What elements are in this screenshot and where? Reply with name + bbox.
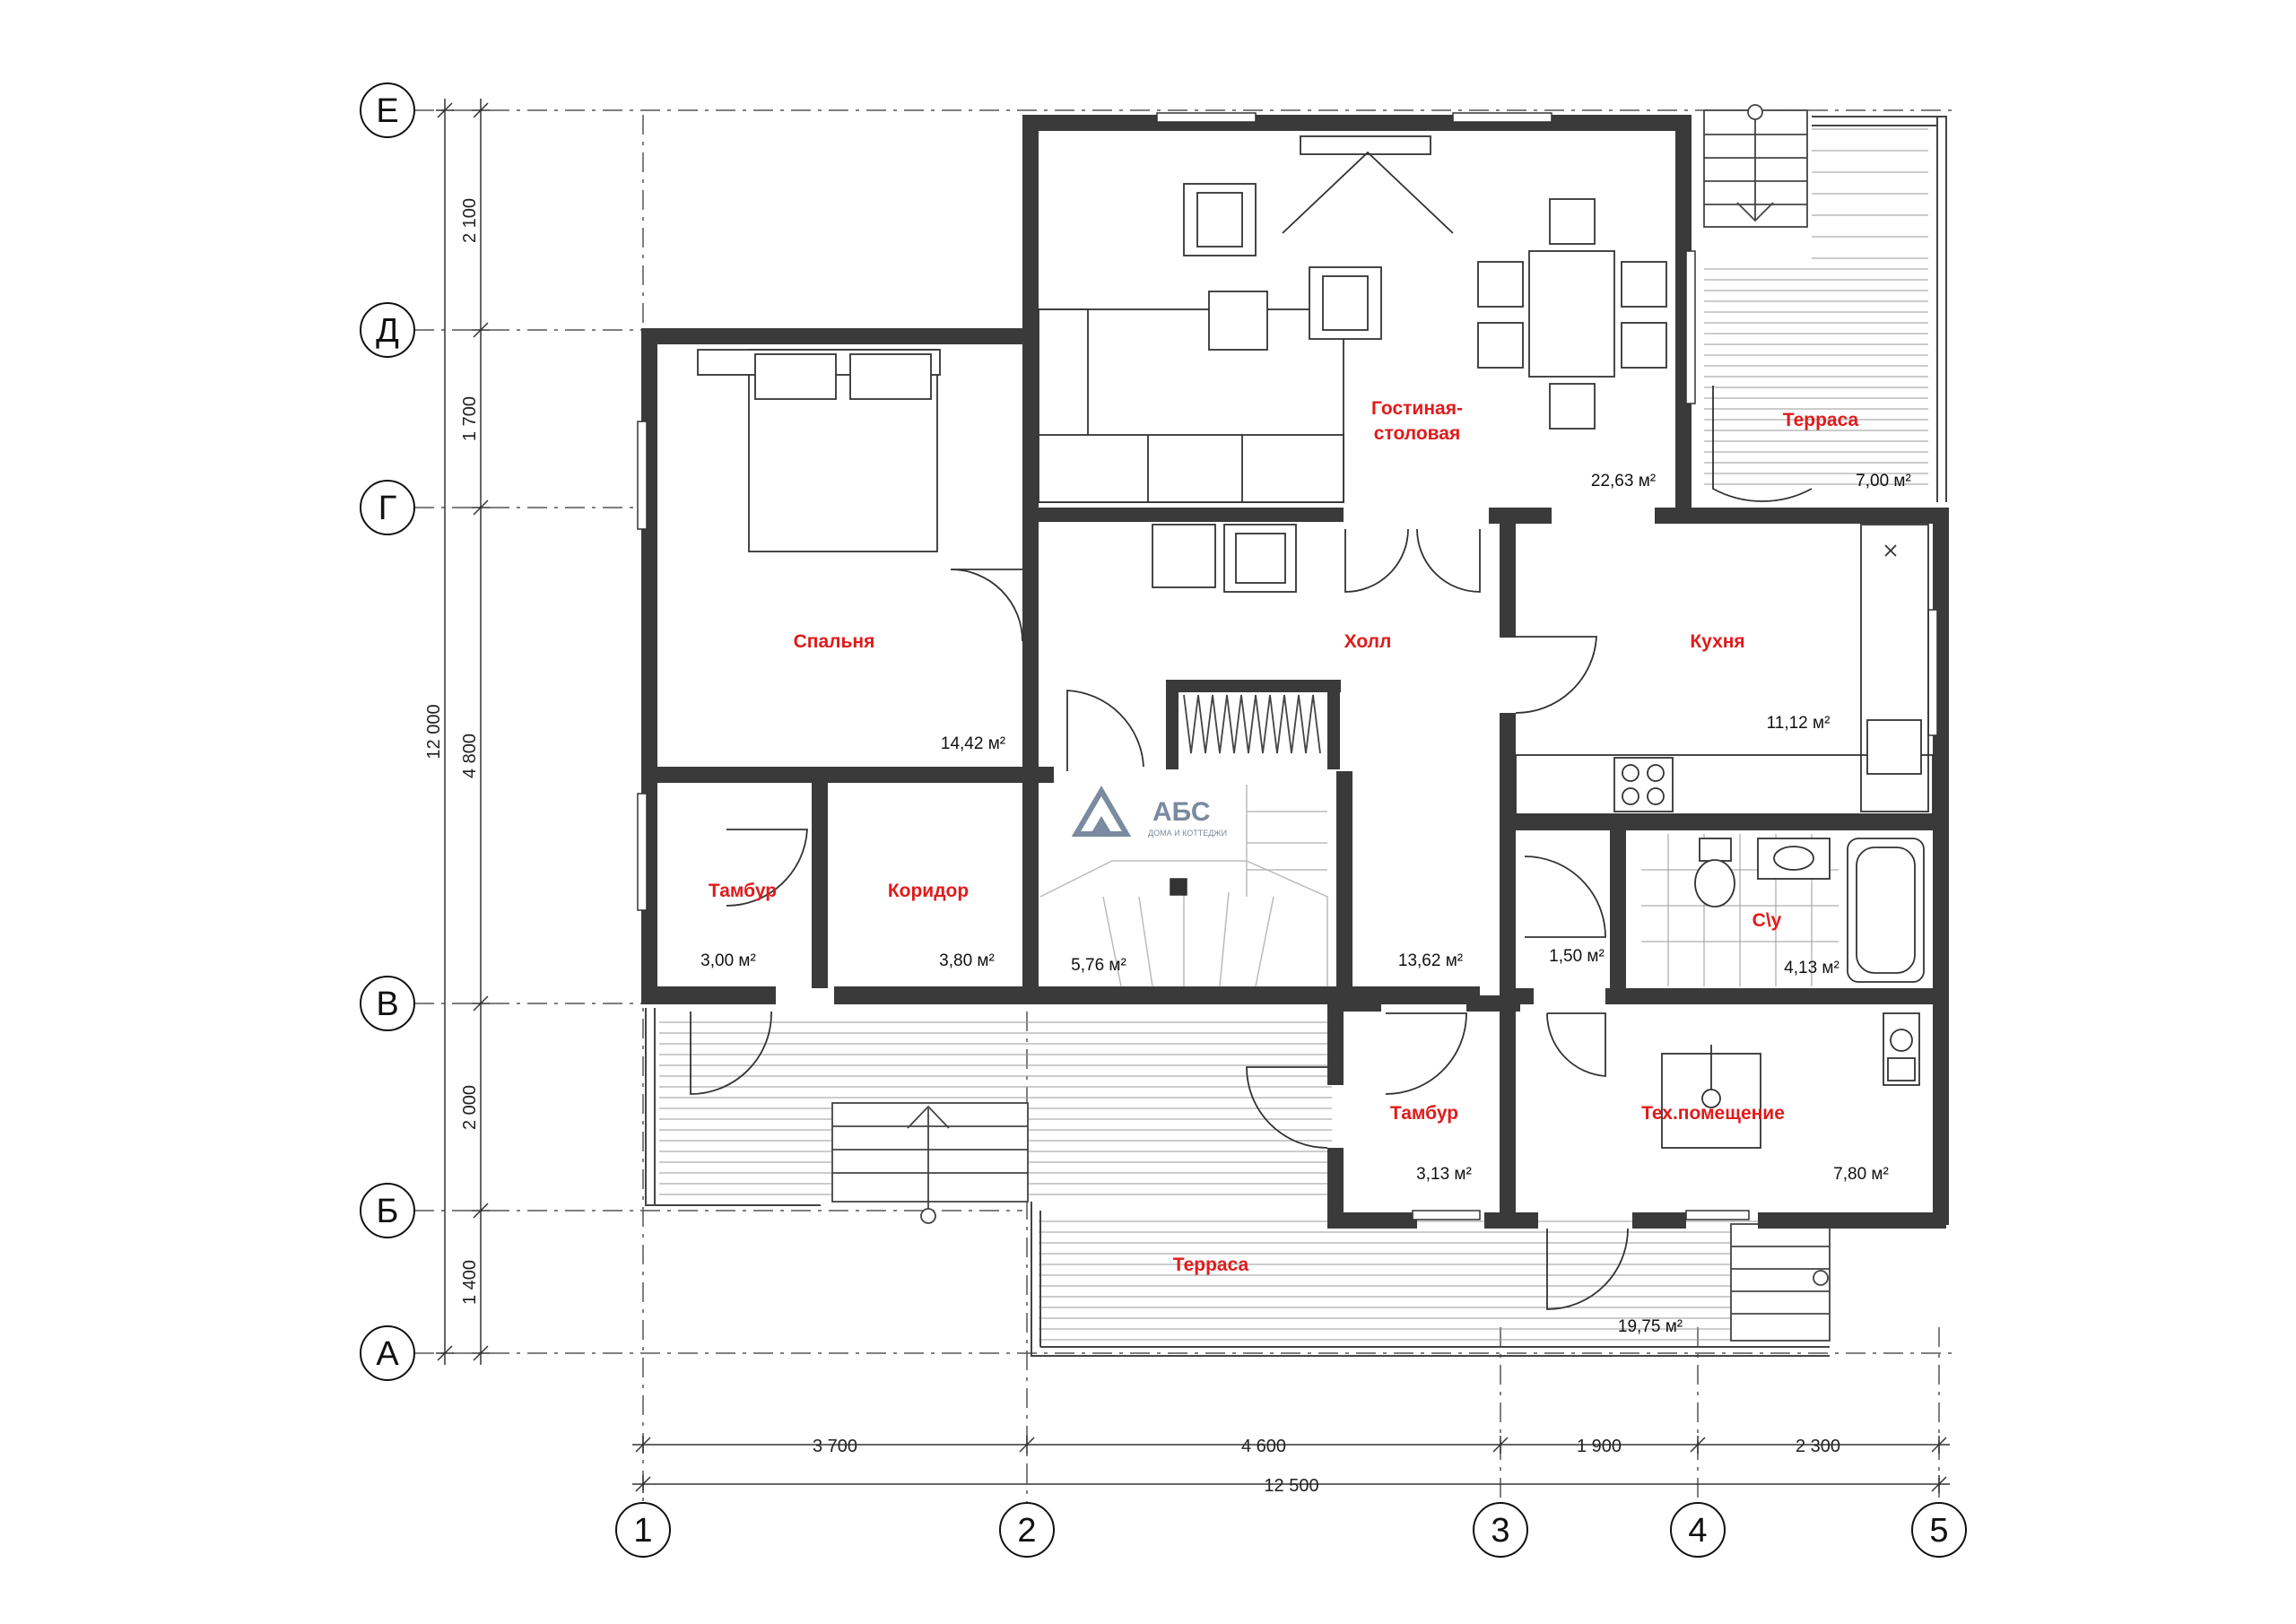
furniture bbox=[697, 135, 1934, 1149]
dimension-text: 4 600 bbox=[1241, 1437, 1286, 1456]
room-name: Холл bbox=[1344, 631, 1392, 652]
axis-bubble-row: А bbox=[360, 1325, 415, 1381]
room-name: Тамбур bbox=[1390, 1103, 1458, 1124]
axis-row-label: В bbox=[376, 986, 398, 1023]
axis-row-label: А bbox=[376, 1335, 399, 1373]
room-area: 11,12 м² bbox=[1767, 714, 1831, 733]
room-name: Терраса bbox=[1173, 1255, 1249, 1275]
dimension-text: 1 900 bbox=[1577, 1437, 1622, 1456]
column-axis-bubbles: 1 2 3 4 5 bbox=[615, 1502, 1967, 1558]
dimension-total-text: 12 000 bbox=[424, 704, 444, 759]
horizontal-dimension-chain bbox=[632, 1436, 1950, 1493]
axis-column-label: 1 bbox=[633, 1512, 652, 1550]
axis-row-label: Г bbox=[378, 490, 397, 527]
room-area: 22,63 м² bbox=[1591, 472, 1656, 491]
room-area: 4,13 м² bbox=[1784, 959, 1839, 977]
room-name: столовая bbox=[1374, 423, 1460, 444]
dimension-text: 2 000 bbox=[460, 1085, 480, 1130]
axis-column-label: 4 bbox=[1688, 1512, 1707, 1550]
horizontal-dimension-texts: 3 700 4 600 1 900 2 300 12 500 bbox=[813, 1437, 1840, 1496]
room-area: 13,62 м² bbox=[1398, 951, 1463, 970]
axis-bubble-row: Б bbox=[360, 1183, 415, 1238]
room-name: Терраса bbox=[1783, 410, 1859, 430]
room-area: 1,50 м² bbox=[1549, 947, 1605, 966]
company-logo: АБС ДОМА И КОТТЕДЖИ bbox=[1071, 786, 1227, 838]
axis-bubble-column: 3 bbox=[1473, 1502, 1528, 1558]
vertical-dimension-texts: 2 100 1 700 4 800 2 000 1 400 12 000 bbox=[424, 198, 480, 1305]
dimension-text: 2 100 bbox=[460, 198, 480, 243]
row-axis-bubbles: Е Д Г В Б А bbox=[360, 83, 415, 1381]
dimension-text: 1 400 bbox=[460, 1260, 480, 1305]
logo-subtitle: ДОМА И КОТТЕДЖИ bbox=[1148, 829, 1227, 838]
dimension-text: 2 300 bbox=[1796, 1437, 1840, 1456]
room-name: Коридор bbox=[888, 881, 969, 901]
vertical-dimension-chain bbox=[436, 99, 490, 1365]
axis-column-label: 5 bbox=[1929, 1512, 1948, 1550]
axis-bubble-row: Д bbox=[360, 302, 415, 358]
terrace-bottom-boards bbox=[1039, 1220, 1812, 1341]
staircase bbox=[1039, 785, 1328, 987]
room-area: 7,00 м² bbox=[1856, 472, 1911, 491]
dimension-total-text: 12 500 bbox=[1264, 1476, 1318, 1496]
room-area: 14,42 м² bbox=[941, 734, 1005, 753]
axis-bubble-column: 2 bbox=[999, 1502, 1055, 1558]
axis-row-label: Е bbox=[376, 92, 398, 130]
room-area: 3,00 м² bbox=[700, 951, 756, 970]
windows bbox=[637, 112, 1938, 1220]
terrace-steps bbox=[831, 104, 1831, 1342]
room-name: С\у bbox=[1752, 910, 1782, 931]
doors bbox=[690, 386, 1813, 1310]
room-area: 3,13 м² bbox=[1416, 1165, 1472, 1184]
room-name: Гостиная- bbox=[1371, 398, 1463, 419]
terrace-top-right-boards bbox=[1704, 128, 1928, 485]
dimension-text: 3 700 bbox=[813, 1437, 857, 1456]
room-name: Кухня bbox=[1690, 631, 1744, 652]
axis-bubble-row: В bbox=[360, 976, 415, 1031]
terrace-rails bbox=[645, 116, 1947, 1357]
room-name: Спальня bbox=[794, 631, 875, 652]
room-name: Тех.помещение bbox=[1641, 1103, 1785, 1124]
axis-bubble-row: Е bbox=[360, 83, 415, 138]
logo-title: АБС bbox=[1152, 797, 1211, 827]
room-area: 19,75 м² bbox=[1618, 1317, 1683, 1336]
room-name: Тамбур bbox=[709, 881, 777, 901]
dimension-text: 4 800 bbox=[460, 734, 480, 778]
axis-column-label: 2 bbox=[1017, 1512, 1036, 1550]
room-area: 7,80 м² bbox=[1833, 1165, 1889, 1184]
dimension-text: 1 700 bbox=[460, 396, 480, 441]
axis-column-label: 3 bbox=[1491, 1512, 1509, 1550]
axis-bubble-column: 1 bbox=[615, 1502, 671, 1558]
room-area: 3,80 м² bbox=[939, 951, 995, 970]
axis-bubble-column: 4 bbox=[1670, 1502, 1726, 1558]
axis-bubble-row: Г bbox=[360, 480, 415, 535]
room-area: 5,76 м² bbox=[1071, 956, 1126, 975]
axis-row-label: Б bbox=[377, 1193, 399, 1230]
axis-row-label: Д bbox=[376, 312, 399, 350]
room-labels: Гостиная- столовая 22,63 м² Терраса 7,00… bbox=[700, 398, 1911, 1336]
axis-bubble-column: 5 bbox=[1911, 1502, 1967, 1558]
